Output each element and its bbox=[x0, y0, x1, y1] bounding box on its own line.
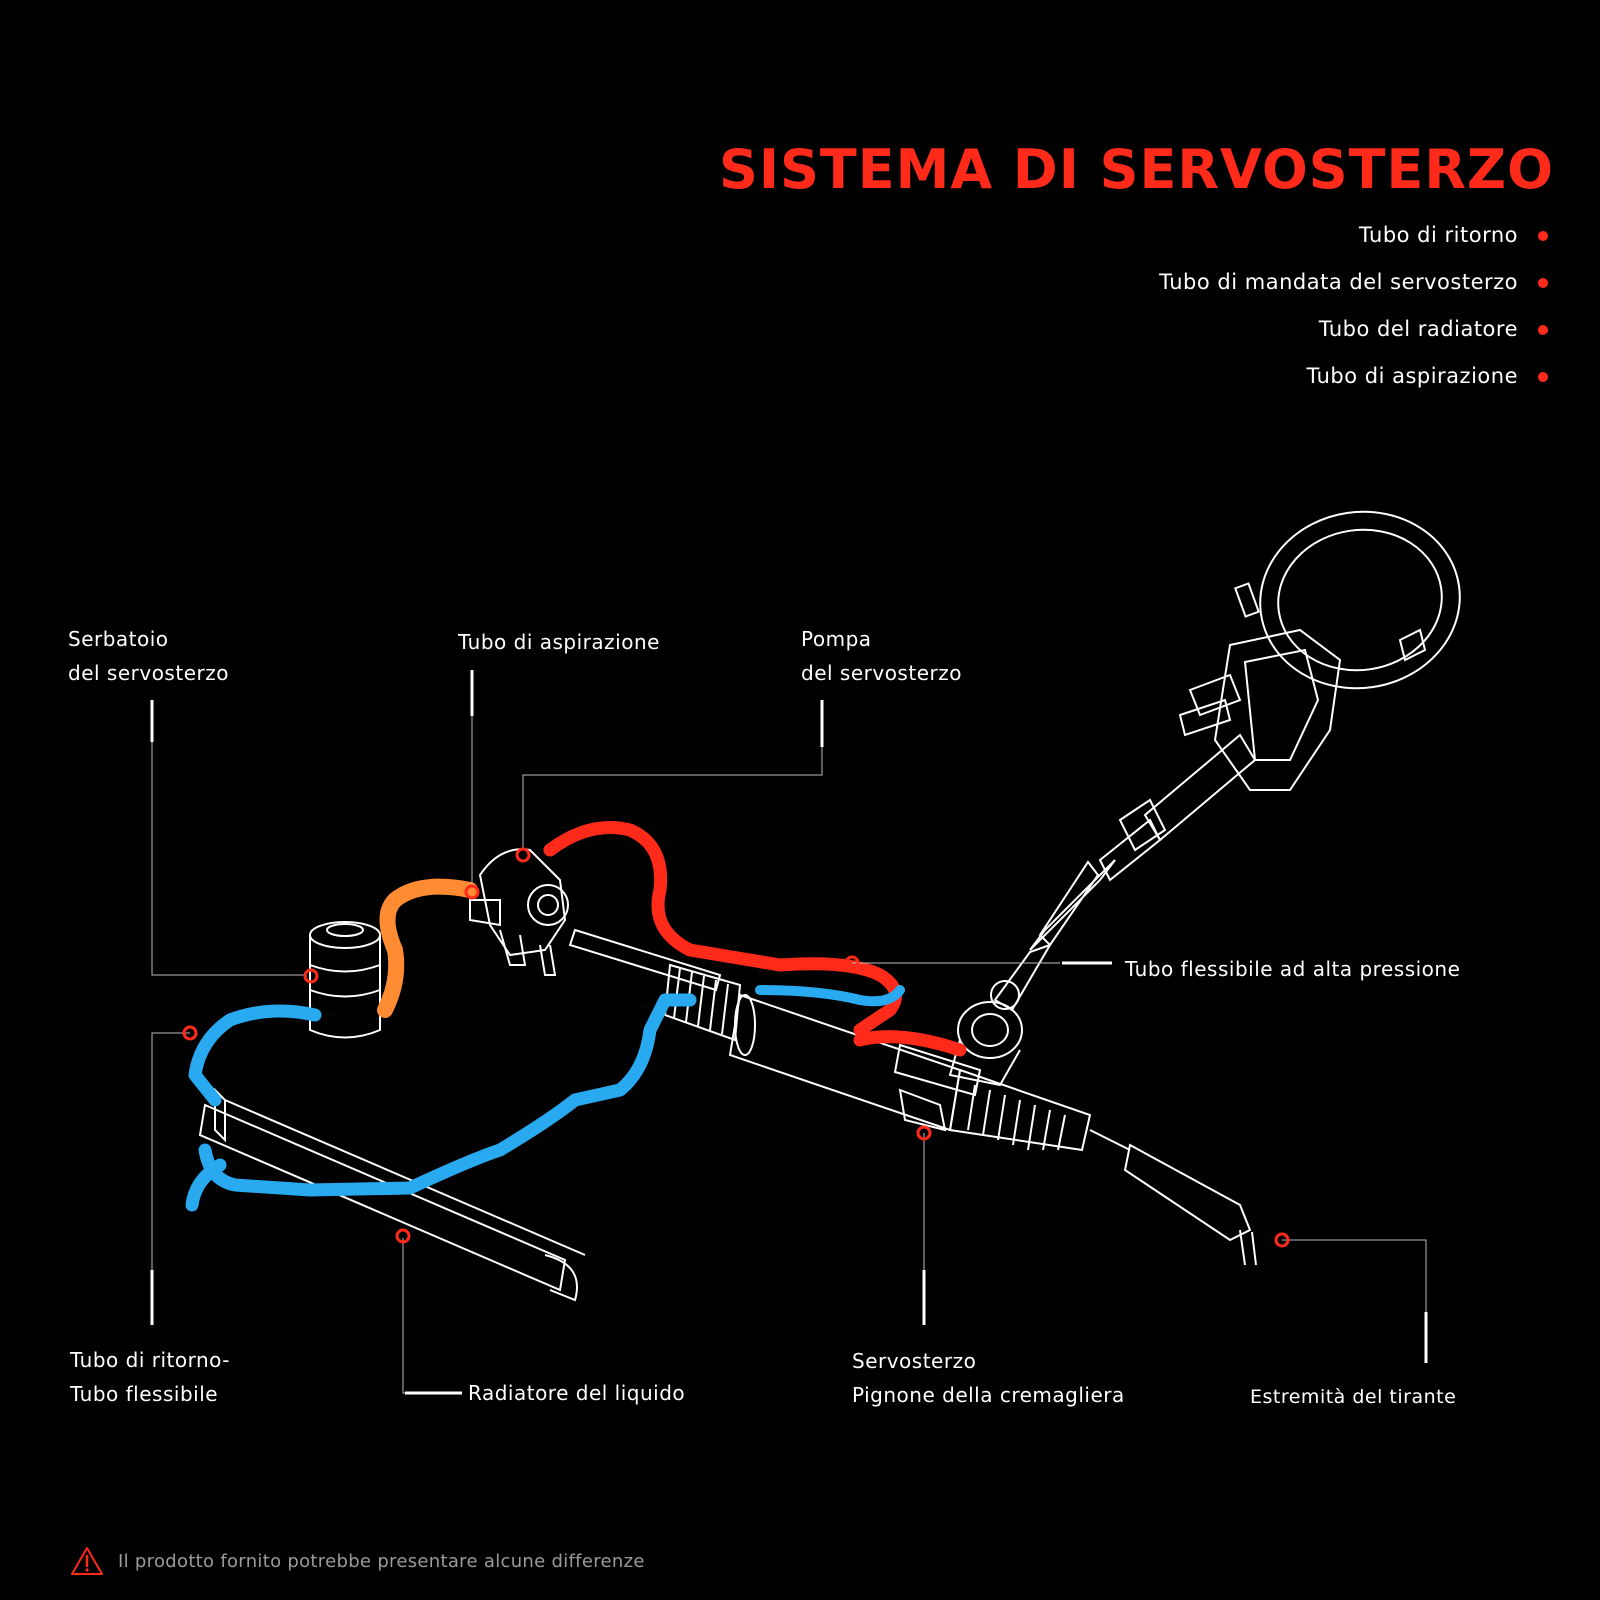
pinion-housing bbox=[948, 1001, 1023, 1087]
suction-hose bbox=[377, 878, 478, 1018]
leader-ticks bbox=[150, 670, 1428, 1395]
callout-markers bbox=[182, 847, 1290, 1248]
footer-disclaimer: Il prodotto fornito potrebbe presentare … bbox=[70, 1546, 645, 1576]
legend-dot bbox=[1538, 278, 1548, 288]
marker-cooler bbox=[395, 1228, 411, 1244]
legend-label: Tubo di mandata del servosterzo bbox=[1159, 270, 1518, 294]
marker-pump bbox=[515, 847, 531, 863]
label-line: Tubo flessibile bbox=[70, 1382, 219, 1406]
label-return-hose: Tubo di ritorno- Tubo flessibile bbox=[70, 1343, 230, 1411]
pump bbox=[469, 848, 569, 976]
pressure-hoses bbox=[543, 821, 967, 1057]
label-line: Tubo flessibile ad alta pressione bbox=[1125, 957, 1461, 981]
label-line: Estremità del tirante bbox=[1250, 1386, 1457, 1408]
page-title: SISTEMA DI SERVOSTERZO bbox=[718, 138, 1554, 201]
label-line: del servosterzo bbox=[68, 661, 229, 685]
footer-text: Il prodotto fornito potrebbe presentare … bbox=[118, 1550, 645, 1572]
label-line: Tubo di ritorno- bbox=[70, 1348, 230, 1372]
rack-return-hose bbox=[755, 985, 905, 1007]
reservoir bbox=[309, 921, 381, 1039]
label-line: Pignone della cremagliera bbox=[852, 1383, 1125, 1407]
legend-label: Tubo di aspirazione bbox=[1306, 364, 1518, 388]
marker-tie-rod bbox=[1274, 1232, 1290, 1248]
marker-rack bbox=[916, 1125, 932, 1141]
legend-item-suction: Tubo di aspirazione bbox=[1159, 363, 1548, 410]
legend-dot bbox=[1538, 325, 1548, 335]
warning-icon bbox=[71, 1547, 103, 1575]
label-cooler: Radiatore del liquido bbox=[468, 1376, 685, 1410]
return-hoses bbox=[185, 993, 697, 1212]
label-line: Tubo di aspirazione bbox=[458, 630, 660, 654]
label-line: del servosterzo bbox=[801, 661, 962, 685]
legend-dot bbox=[1538, 231, 1548, 241]
label-high-pressure-hose: Tubo flessibile ad alta pressione bbox=[1125, 952, 1460, 986]
label-line: Servosterzo bbox=[852, 1349, 977, 1373]
steering-wheel bbox=[1178, 510, 1461, 791]
legend-label: Tubo di ritorno bbox=[1358, 223, 1518, 247]
legend-item-return: Tubo di ritorno bbox=[1159, 222, 1548, 269]
legend: Tubo di ritorno Tubo di mandata del serv… bbox=[1159, 222, 1548, 410]
label-rack-pinion: Servosterzo Pignone della cremagliera bbox=[852, 1344, 1125, 1412]
label-reservoir: Serbatoio del servosterzo bbox=[68, 622, 229, 690]
steering-column bbox=[990, 733, 1257, 1012]
label-suction-hose: Tubo di aspirazione bbox=[458, 625, 660, 659]
fluid-cooler bbox=[198, 1087, 586, 1302]
label-line: Pompa bbox=[801, 627, 872, 651]
label-line: Radiatore del liquido bbox=[468, 1381, 686, 1405]
legend-item-radiator: Tubo del radiatore bbox=[1159, 316, 1548, 363]
label-pump: Pompa del servosterzo bbox=[801, 622, 962, 690]
marker-return-hose bbox=[182, 1025, 198, 1041]
leader-lines bbox=[151, 715, 1427, 1394]
label-tie-rod-end: Estremità del tirante bbox=[1250, 1380, 1456, 1414]
marker-suction bbox=[464, 884, 480, 900]
marker-reservoir bbox=[303, 968, 319, 984]
marker-pressure-hose bbox=[844, 955, 860, 971]
legend-dot bbox=[1538, 372, 1548, 382]
label-line: Serbatoio bbox=[68, 627, 169, 651]
legend-item-delivery: Tubo di mandata del servosterzo bbox=[1159, 269, 1548, 316]
legend-label: Tubo del radiatore bbox=[1318, 317, 1518, 341]
